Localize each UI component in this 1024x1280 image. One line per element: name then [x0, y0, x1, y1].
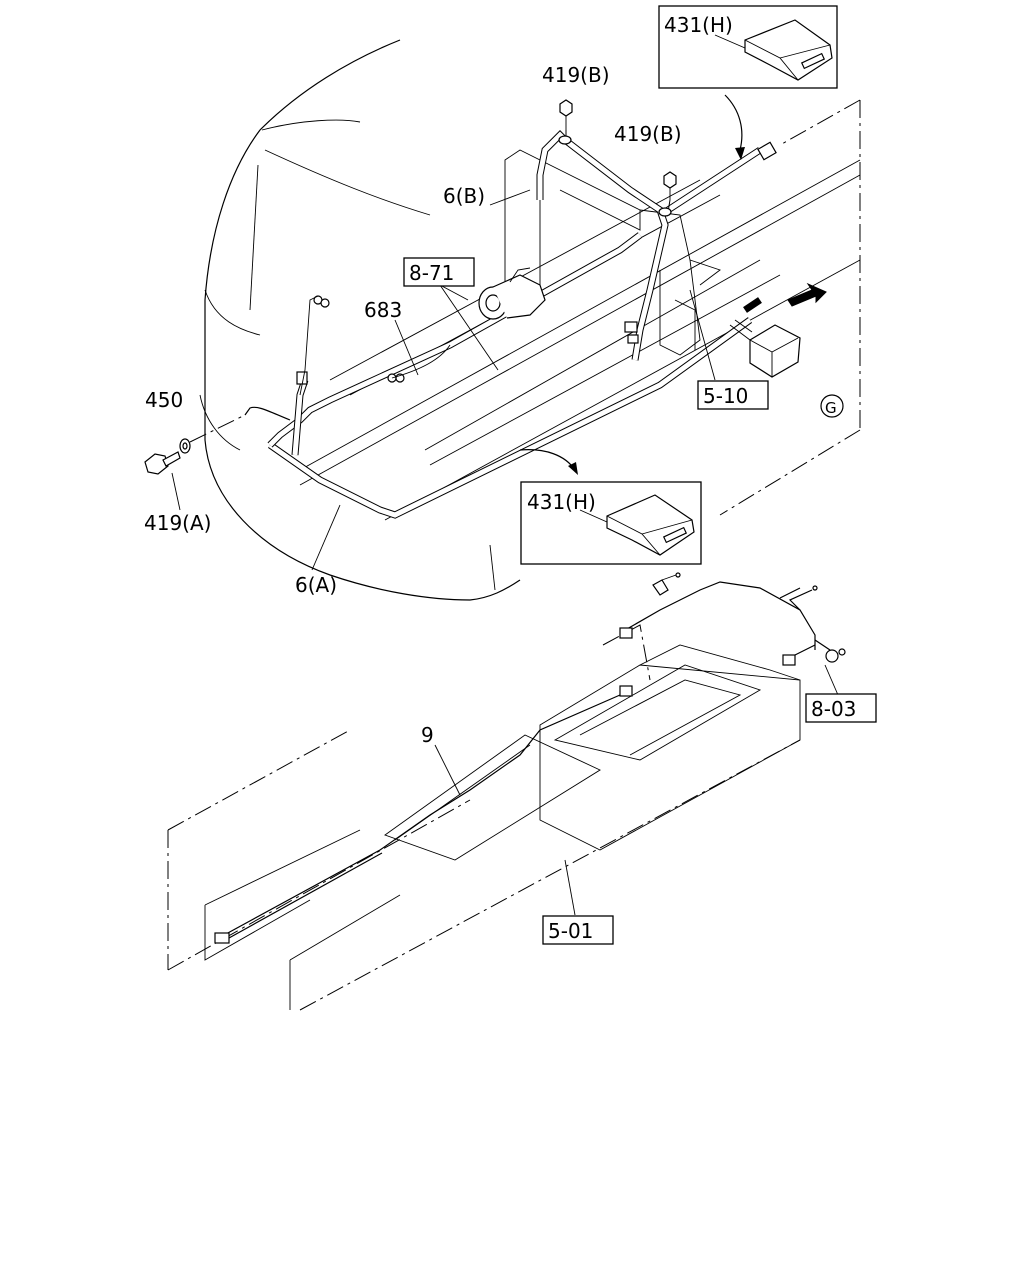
- label-box-8-03: [805, 693, 877, 723]
- label-683: 683: [364, 298, 402, 322]
- bolt-419a: [144, 451, 181, 475]
- label-9: 9: [421, 723, 434, 747]
- side-box: [729, 319, 801, 378]
- label-419b-right: 419(B): [614, 122, 682, 146]
- console-tray: [384, 644, 801, 861]
- wiring-harness-6b: [536, 130, 762, 361]
- label-431h-top: 431(H): [664, 13, 733, 37]
- label-box-5-01: [542, 915, 614, 945]
- reference-arrowhead-mid: [568, 462, 578, 475]
- label-5-01: 5-01: [548, 919, 593, 943]
- harness-8-03: [619, 572, 846, 666]
- leader-lines-lower: [434, 664, 839, 916]
- label-view-g: G: [825, 399, 837, 417]
- label-419a: 419(A): [144, 511, 211, 535]
- harness-clip-right: [658, 207, 672, 217]
- floor-frame-lower: [167, 624, 801, 1011]
- harness-connectors: [296, 141, 777, 396]
- label-419b-left: 419(B): [542, 63, 610, 87]
- label-6b: 6(B): [443, 184, 485, 208]
- callout-431h-top: [658, 5, 838, 89]
- bolt-guide-line: [189, 414, 246, 443]
- view-arrow: [787, 282, 827, 307]
- label-box-8-71: [403, 257, 475, 287]
- view-g-circle: [820, 394, 844, 418]
- label-5-10: 5-10: [703, 384, 748, 408]
- reference-arrowhead-top: [735, 147, 745, 160]
- cab-body-outline: [199, 39, 521, 601]
- callout-431h-mid: [520, 481, 702, 565]
- ground-wire: [244, 406, 291, 421]
- harness-clip-top: [558, 135, 572, 145]
- reference-arrow-top: [724, 94, 743, 151]
- label-431h-mid: 431(H): [527, 490, 596, 514]
- label-8-03: 8-03: [811, 697, 856, 721]
- label-box-5-10: [697, 380, 769, 410]
- label-6a: 6(A): [295, 573, 337, 597]
- harness-9: [214, 685, 633, 944]
- washer-450: [179, 438, 191, 454]
- wiring-harness-6a: [267, 232, 753, 519]
- leader-lines-upper: [171, 189, 716, 571]
- label-8-71: 8-71: [409, 261, 454, 285]
- label-450: 450: [145, 388, 183, 412]
- compressor: [478, 267, 546, 320]
